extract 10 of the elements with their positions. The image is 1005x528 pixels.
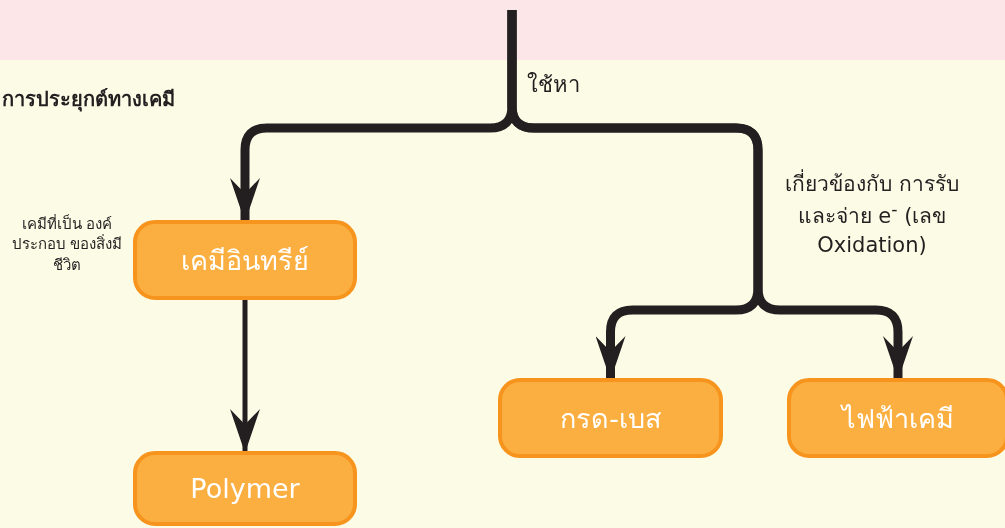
section-heading: การประยุกต์ทางเคมี (2, 86, 175, 113)
arrow (507, 10, 913, 380)
edge-label: ใช้หา (527, 71, 581, 99)
concept-box: Polymer (133, 451, 357, 526)
concept-box: เคมีอินทรีย์ (133, 220, 357, 300)
edge-label: เกี่ยวข้องกับ การรับและจ่าย e$^{-}$ (เลข Oxidation) (772, 170, 972, 260)
node-note: เคมีที่เป็น องค์ประกอบ ของสิ่งมีชีวิต (10, 214, 124, 275)
arrow (230, 300, 260, 453)
concept-box: ไฟฟ้าเคมี (787, 378, 1005, 458)
concept-box: กรด-เบส (498, 378, 723, 458)
